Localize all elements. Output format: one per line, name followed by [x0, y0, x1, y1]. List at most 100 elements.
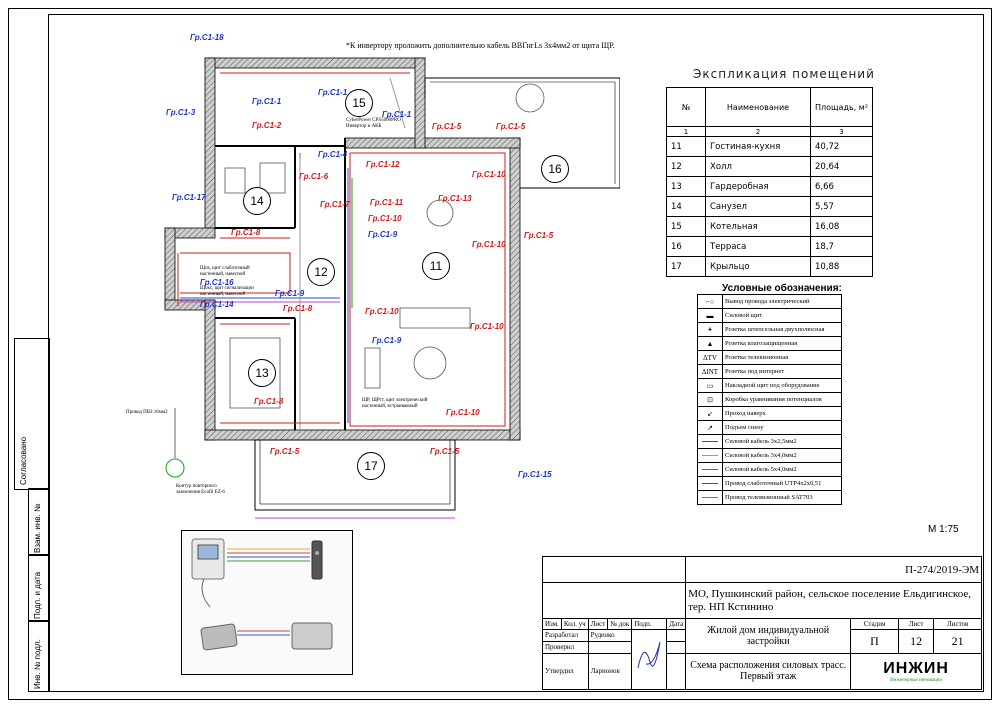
- tb-blank: [541, 555, 686, 584]
- cell: 6,66: [809, 176, 874, 197]
- cell: 13: [666, 176, 706, 197]
- legend-symbol: ⌐○: [697, 294, 723, 309]
- legend-symbol: ▲: [697, 336, 723, 351]
- room-16: 16: [541, 155, 569, 183]
- tb-blank: [666, 628, 687, 642]
- group-label: Гр.С1-9: [368, 230, 398, 239]
- tb-col-header: Изм.: [542, 618, 562, 630]
- scale-label: М 1:75: [928, 524, 959, 535]
- legend-symbol: [697, 434, 723, 449]
- legend-line-sample: [702, 497, 718, 498]
- side-stamp-sign: Подп. и дата: [28, 554, 50, 622]
- cell: Санузел: [705, 196, 811, 217]
- tb-col-header: Дата: [666, 618, 687, 630]
- legend-symbol: [697, 490, 723, 505]
- expl-header-name: Наименование: [705, 87, 811, 127]
- side-stamp-inv: Инв. № подл.: [28, 620, 50, 692]
- cell: 10,88: [809, 256, 874, 277]
- legend-row: ▲Розетка влагозащищенная: [697, 336, 842, 351]
- company-logo: ИНЖИН Инженерные инновации: [850, 652, 982, 691]
- role-approved-name: Ларионов: [587, 652, 633, 691]
- group-label: Гр.С1-1: [318, 88, 348, 97]
- group-label: Гр.С1-5: [270, 447, 300, 456]
- sheet-value: 12: [897, 628, 935, 654]
- logo-subtitle: Инженерные инновации: [890, 677, 943, 683]
- legend-row: ↙Проход наверх: [697, 406, 842, 421]
- stage-value: П: [850, 628, 899, 654]
- expl-header-num: №: [666, 87, 706, 127]
- expl-index: 2: [705, 126, 811, 137]
- group-label: Гр.С1-8: [231, 228, 261, 237]
- side-stamp-sign-label: Подп. и дата: [33, 571, 42, 619]
- terrace: [424, 77, 620, 189]
- cell: 5,57: [809, 196, 874, 217]
- legend-label: Провод слаботочный UTP4х2х0,51: [722, 476, 842, 491]
- main-panel-note: ЩР, ЩРтт, щит электрический настенный, в…: [362, 398, 428, 409]
- outer-frame: [8, 8, 992, 700]
- furniture: [224, 83, 545, 409]
- legend-row: Силовой кабель 5х4,0мм2: [697, 462, 842, 477]
- role-checked: Проверил: [542, 640, 589, 654]
- group-label: Гр.С1-12: [366, 160, 400, 169]
- room-13: 13: [248, 359, 276, 387]
- grounding-contour: [165, 408, 185, 478]
- room-17: 17: [357, 452, 385, 480]
- group-label: Гр.С1-8: [283, 304, 313, 313]
- legend-symbol: [697, 476, 723, 491]
- legend-row: ⚹Розетка штепсельная двухполюсная: [697, 322, 842, 337]
- side-stamp-agreed-label: Согласовано: [19, 436, 28, 485]
- group-label: Гр.С1-6: [299, 172, 329, 181]
- ground-note: Контур повторного заземления Ecofil EZ-6: [176, 484, 225, 495]
- group-label: Гр.С1-1: [252, 97, 282, 106]
- legend-label: Подъем снизу: [722, 420, 842, 435]
- floor-plan: [164, 57, 620, 519]
- legend-row: Силовой кабель 3х2,5мм2: [697, 434, 842, 449]
- group-label: Гр.С1-15: [518, 470, 552, 479]
- group-label: Гр.С1-9: [275, 289, 305, 298]
- group-label: Гр.С1-10: [365, 307, 399, 316]
- tb-col-header: Подп.: [631, 618, 668, 630]
- group-label: Гр.С1-1: [382, 110, 412, 119]
- side-stamp-inv-label: Инв. № подл.: [33, 639, 42, 689]
- tb-col-header: Лист: [587, 618, 609, 630]
- sheet-header: Лист: [897, 618, 935, 630]
- group-label: Гр.С1-10: [470, 322, 504, 331]
- legend-label: Розетка под интернет: [722, 364, 842, 379]
- sheets-value: 21: [933, 628, 982, 654]
- legend-row: ▭Накладной щит под оборудование: [697, 378, 842, 393]
- tb-col-header: Кол. уч: [560, 618, 589, 630]
- cable-routes: [177, 72, 506, 433]
- logo-text: ИНЖИН: [883, 659, 949, 677]
- room-12: 12: [307, 258, 335, 286]
- group-label: Гр.С1-7: [320, 200, 350, 209]
- intercom-diagram: [191, 538, 333, 651]
- legend-label: Силовой кабель 5х4,0мм2: [722, 462, 842, 477]
- legend-symbol: ΔINT: [697, 364, 723, 379]
- group-label: Гр.С1-16: [200, 278, 234, 287]
- group-label: Гр.С1-17: [172, 193, 206, 202]
- cell: 20,64: [809, 156, 874, 177]
- project-code: П-274/2019-ЭМ: [685, 555, 982, 584]
- exterior-walls: [164, 57, 521, 441]
- note-inverter-cable: *К инвертору проложить дополнительно каб…: [346, 41, 615, 50]
- tb-blank: [666, 640, 687, 654]
- sheets-header: Листов: [933, 618, 982, 630]
- legend-label: Накладной щит под оборудование: [722, 378, 842, 393]
- tb-blank: [541, 582, 687, 620]
- legend-row: Силовой кабель 3х4,0мм2: [697, 448, 842, 463]
- group-label: Гр.С1-5: [432, 122, 462, 131]
- group-label: Гр.С1-10: [472, 240, 506, 249]
- legend-symbol: ▬: [697, 308, 723, 323]
- group-label: Гр.С1-11: [370, 198, 404, 207]
- comm-panel-note: Щокс, щит сигнализации настенный, навесн…: [200, 286, 254, 297]
- signature: [637, 642, 661, 669]
- cell: 16,08: [809, 216, 874, 237]
